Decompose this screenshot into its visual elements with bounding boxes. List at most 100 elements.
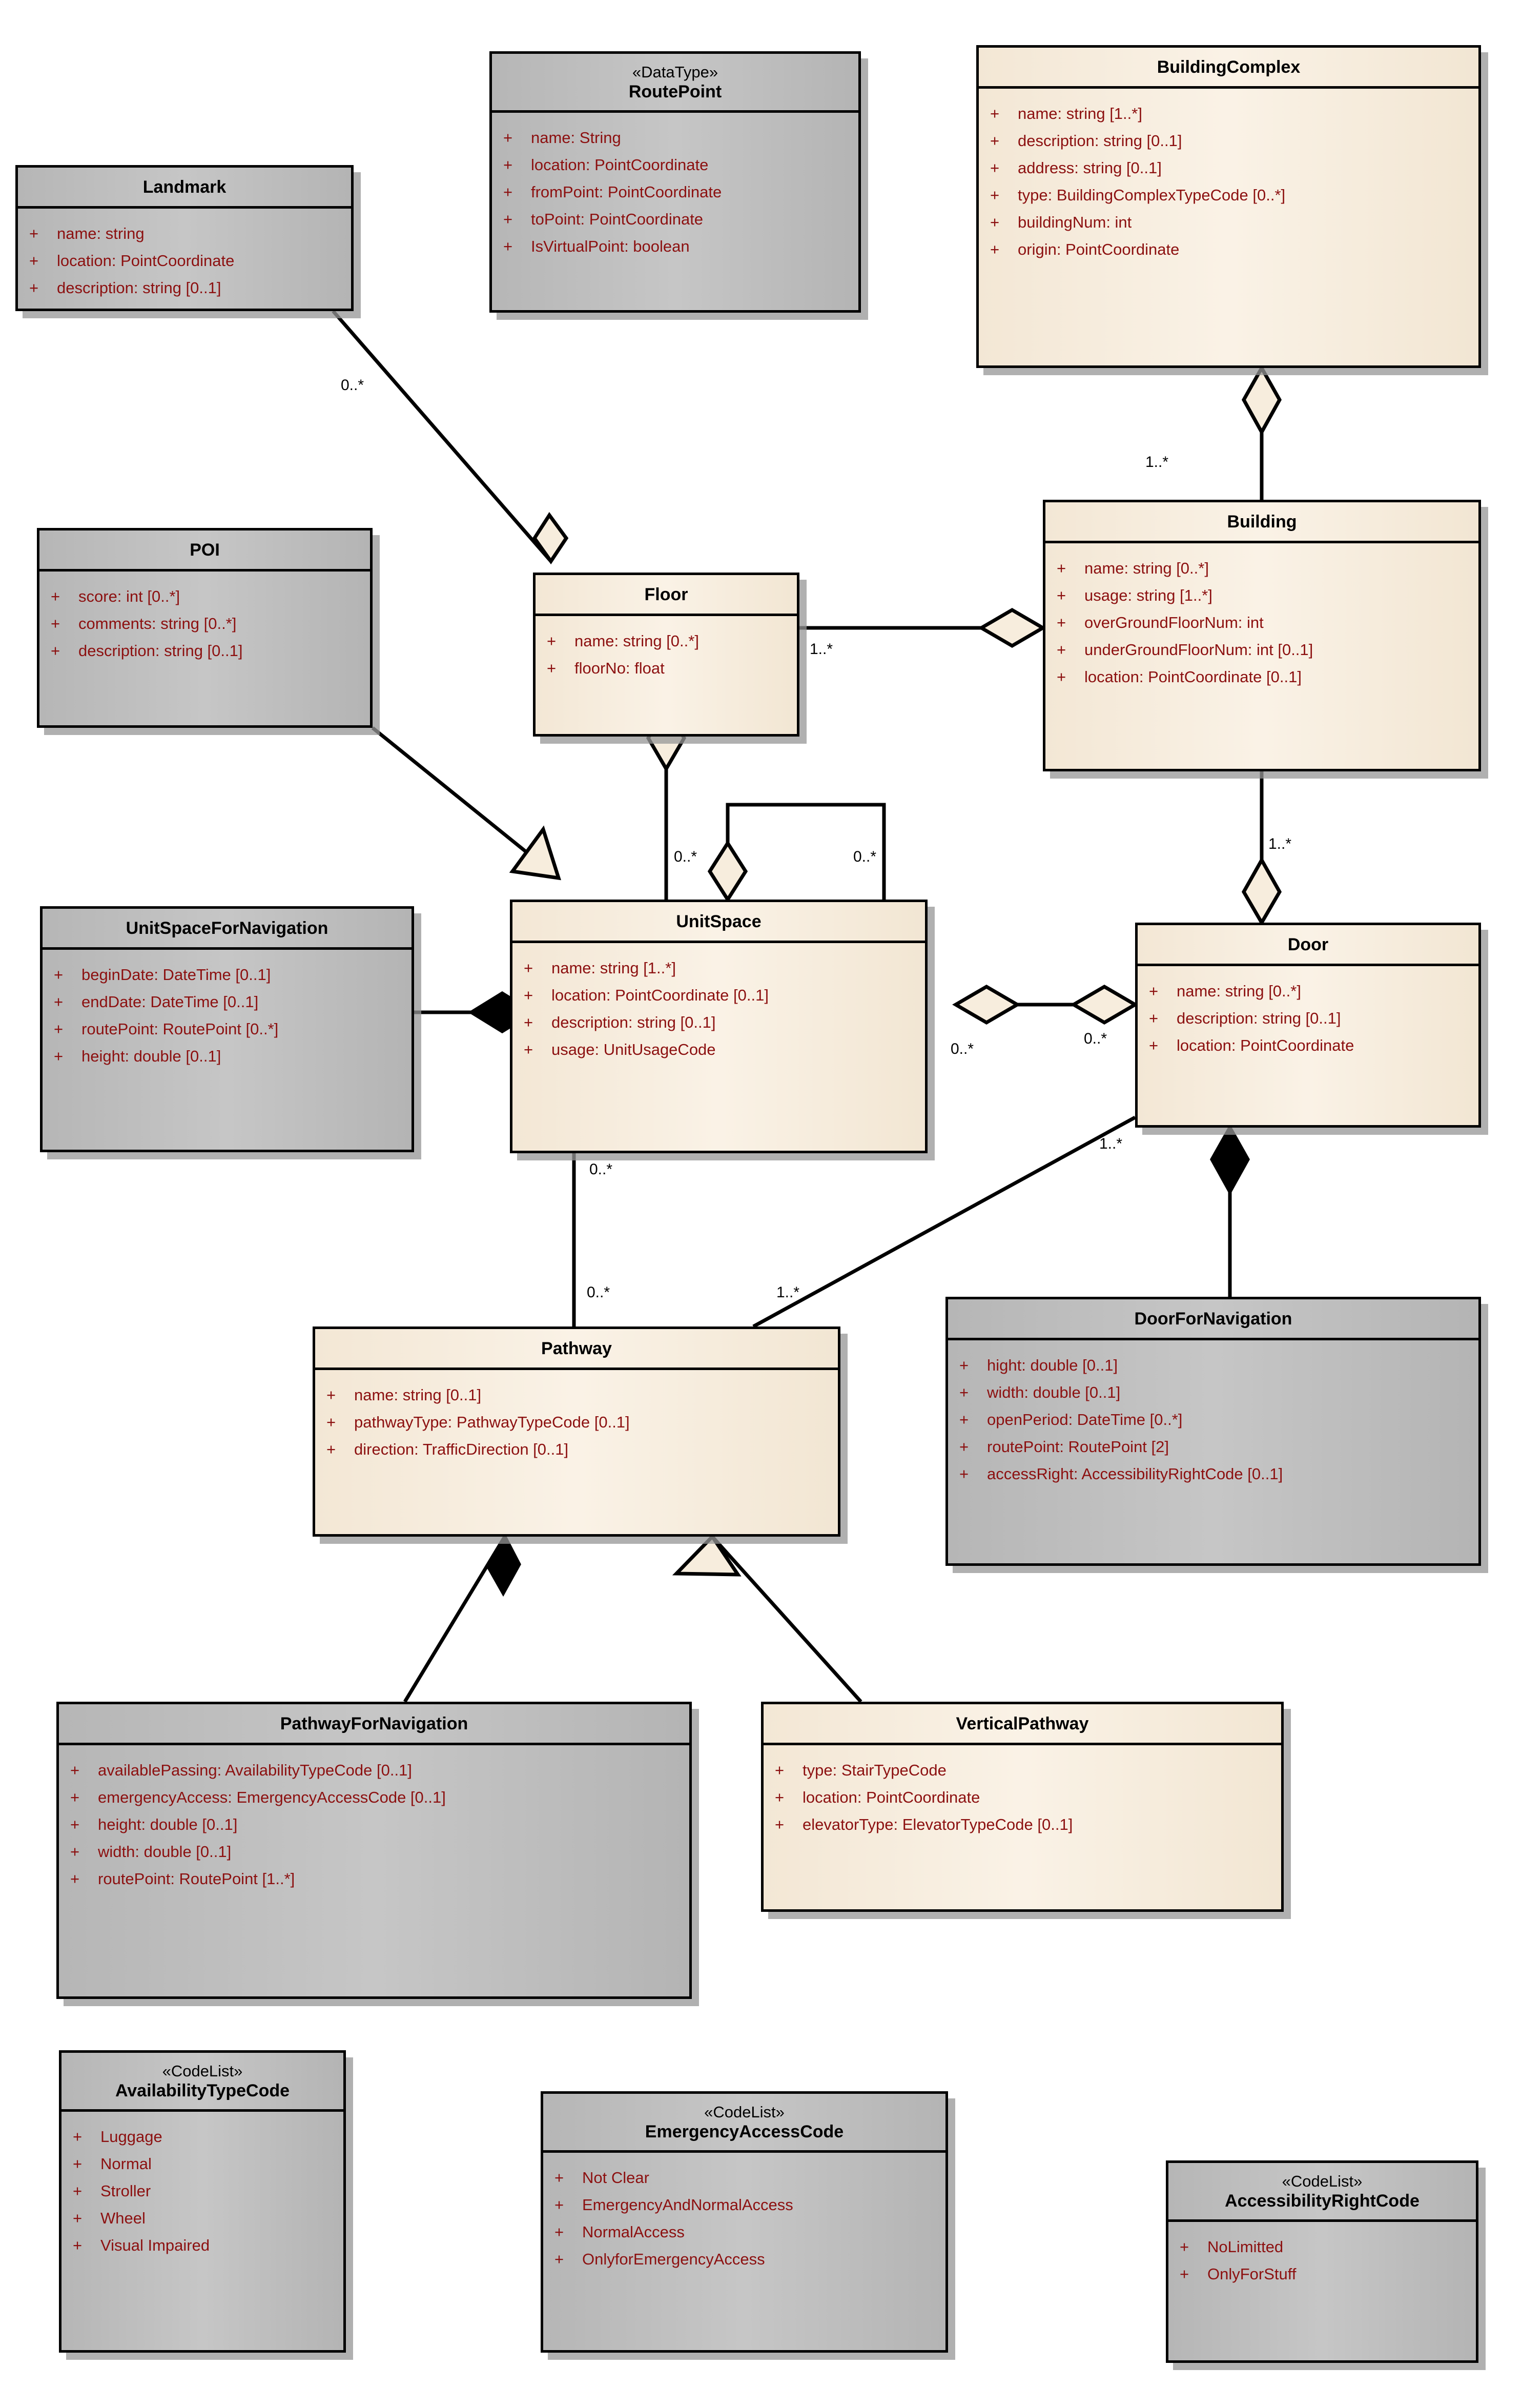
attribute-visibility: + [1149,1009,1159,1027]
class-header-floor: Floor [536,575,797,616]
attribute-row: + address: string [0..1] [979,154,1478,181]
attribute-visibility: + [775,1761,785,1779]
class-title-pathwayforn: PathwayForNavigation [280,1714,468,1733]
attribute-visibility: + [51,614,60,632]
attribute-row: +pathwayType: PathwayTypeCode [0..1] [315,1409,838,1436]
attribute-row: +width: double [0..1] [59,1838,689,1865]
class-header-availabilitytypecode: «CodeList»AvailabilityTypeCode [61,2053,343,2112]
multiplicity-label-m-complex-building: 1..* [1145,454,1169,471]
uml-class-floor[interactable]: Floor+name: string [0..*]+floorNo: float [533,573,799,737]
attribute-text: score: int [0..*] [78,587,180,605]
attribute-text: Not Clear [582,2169,649,2187]
attribute-text: Stroller [100,2182,151,2200]
attribute-visibility: + [1057,640,1066,659]
attribute-visibility: + [73,2236,83,2255]
class-attributes-accessibilityrightcode: +NoLimitted+OnlyForStuff [1168,2222,1476,2299]
uml-class-emergencyaccesscode[interactable]: «CodeList»EmergencyAccessCode+Not Clear+… [541,2091,948,2353]
attribute-row: +endDate: DateTime [0..1] [43,988,412,1015]
multiplicity-label-m-unitspace-pathway-top: 0..* [589,1161,613,1178]
generalization-triangle-pathway [672,1534,742,1577]
class-header-verticalpathway: VerticalPathway [764,1704,1281,1745]
class-header-door: Door [1138,925,1478,966]
uml-class-poi[interactable]: POI +score: int [0..*] + comments: string [… [37,528,373,728]
uml-class-buildingcomplex[interactable]: BuildingComplex+name: string [1..*]+desc… [976,45,1481,368]
attribute-text: OnlyforEmergencyAccess [582,2250,765,2269]
attribute-visibility: + [990,131,1000,150]
attribute-text: description: string [0..1] [551,1013,716,1031]
attribute-text: direction: TrafficDirection [0..1] [354,1440,569,1458]
attribute-row: +Stroller [61,2177,343,2205]
attribute-text: comments: string [0..*] [78,614,237,632]
uml-class-doorforn[interactable]: DoorForNavigation+hight: double [0..1]+w… [945,1297,1481,1566]
attribute-text: name: String [531,129,621,147]
attribute-visibility: + [1057,559,1066,577]
class-title-landmark: Landmark [142,177,227,197]
attribute-row: +Visual Impaired [61,2232,343,2259]
attribute-row: +OnlyForStuff [1168,2260,1476,2288]
attribute-row: +routePoint: RoutePoint [1..*] [59,1865,689,1892]
attribute-row: +fromPoint: PointCoordinate [492,178,858,206]
uml-class-landmark[interactable]: Landmark+name: string+location: PointCoo… [15,165,354,311]
attribute-row: +routePoint: RoutePoint [2] [948,1433,1478,1460]
class-attributes-door: +name: string [0..*]+description: string… [1138,966,1478,1070]
class-title-unitspace: UnitSpace [676,912,762,931]
attribute-text: beginDate: DateTime [0..1] [81,965,271,984]
attribute-visibility: + [29,251,39,270]
uml-class-unitspaceforn[interactable]: UnitSpaceForNavigation+beginDate: DateTi… [40,906,414,1152]
multiplicity-label-m-unitspace-self-left: 0..* [674,848,697,865]
attribute-row: +location: PointCoordinate [492,151,858,178]
attribute-row: +description: string [0..1] [512,1009,925,1036]
attribute-visibility: + [524,986,533,1004]
connector-landmark-floor [332,310,552,563]
uml-class-routepoint[interactable]: «DataType»RoutePoint+name: String+locati… [489,51,861,313]
attribute-visibility: + [54,992,64,1011]
aggregation-diamond-complex [1241,364,1282,436]
attribute-visibility: + [29,278,39,297]
attribute-visibility: + [503,237,513,256]
attribute-text: description: string [0..1] [57,278,221,297]
uml-class-verticalpathway[interactable]: VerticalPathway+type: StairTypeCode+loca… [761,1702,1284,1912]
class-title-verticalpathway: VerticalPathway [956,1714,1089,1733]
attribute-row: +name: string [0..*] [1045,555,1478,582]
uml-class-building[interactable]: Building+name: string [0..*]+usage: stri… [1043,500,1481,771]
class-attributes-verticalpathway: +type: StairTypeCode+location: PointCoor… [764,1745,1281,1849]
uml-class-availabilitytypecode[interactable]: «CodeList»AvailabilityTypeCode+Luggage+N… [59,2050,346,2353]
attribute-row: +IsVirtualPoint: boolean [492,233,858,260]
class-header-accessibilityrightcode: «CodeList»AccessibilityRightCode [1168,2163,1476,2222]
attribute-text: name: string [1..*] [1018,104,1142,123]
attribute-row: +type: BuildingComplexTypeCode [0..*] [979,181,1478,209]
attribute-row: +name: string [1..*] [512,954,925,982]
class-title-door: Door [1287,935,1329,954]
attribute-row: +name: string [0..*] [1138,977,1478,1005]
uml-class-pathwayforn[interactable]: PathwayForNavigation+availablePassing: A… [56,1702,692,1999]
uml-class-unitspace[interactable]: UnitSpace+name: string [1..*]+location: … [510,900,928,1153]
attribute-row: +openPeriod: DateTime [0..*] [948,1406,1478,1433]
attribute-row: +emergencyAccess: EmergencyAccessCode [0… [59,1784,689,1811]
class-header-doorforn: DoorForNavigation [948,1299,1478,1340]
attribute-row: +direction: TrafficDirection [0..1] [315,1436,838,1463]
multiplicity-label-m-door-pathway: 1..* [1099,1135,1123,1152]
attribute-text: name: string [0..*] [1177,982,1301,1000]
attribute-visibility: + [959,1383,969,1401]
attribute-visibility: + [990,158,1000,177]
uml-class-door[interactable]: Door+name: string [0..*]+description: st… [1135,923,1481,1128]
attribute-visibility: + [959,1410,969,1429]
uml-class-pathway[interactable]: Pathway+name: string [0..1]+pathwayType:… [313,1327,840,1537]
attribute-row: +score: int [0..*] [39,583,370,610]
attribute-visibility: + [73,2128,83,2146]
attribute-visibility: + [503,129,513,147]
aggregation-diamond-unitspace-self [707,840,748,903]
attribute-text: address: string [0..1] [1018,158,1162,177]
uml-class-accessibilityrightcode[interactable]: «CodeList»AccessibilityRightCode+NoLimit… [1166,2160,1478,2363]
attribute-row: +OnlyforEmergencyAccess [543,2246,945,2273]
attribute-text: type: StairTypeCode [803,1761,947,1779]
attribute-row: +name: string [1..*] [979,100,1478,127]
attribute-text: Luggage [100,2128,162,2146]
attribute-row: +height: double [0..1] [59,1811,689,1838]
class-title-pathway: Pathway [541,1339,612,1358]
multiplicity-label-m-unitspace-self-right: 0..* [853,848,877,865]
attribute-text: location: PointCoordinate [803,1788,980,1806]
attribute-visibility: + [1057,667,1066,686]
aggregation-diamond-building-door [1241,856,1282,926]
class-header-poi: POI [39,530,370,572]
